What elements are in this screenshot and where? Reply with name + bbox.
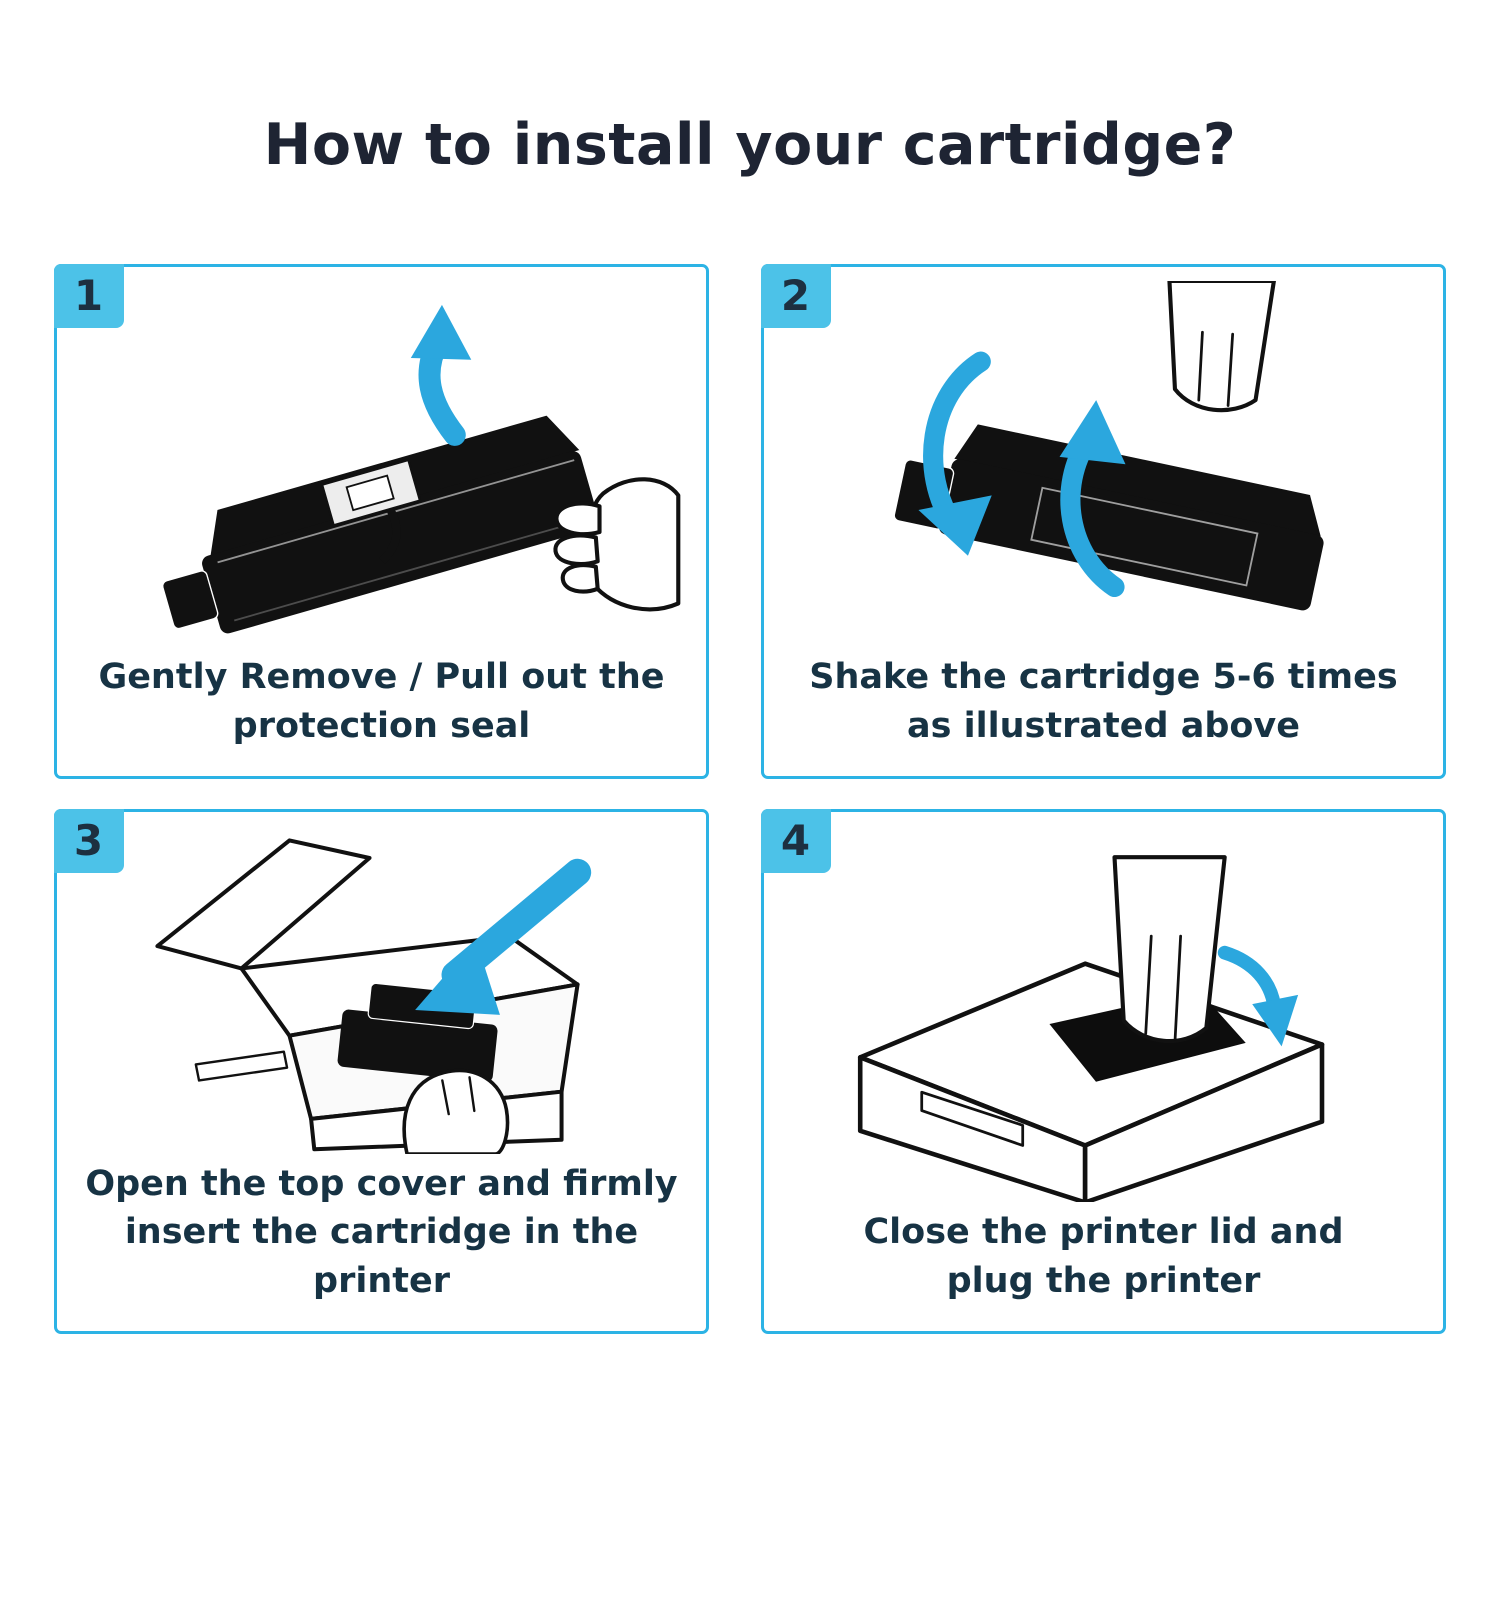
printer-graphic <box>155 838 580 1152</box>
step-caption: Open the top cover and firmly insert the… <box>67 1154 696 1331</box>
caption-line: Shake the cartridge 5-6 times <box>809 657 1398 698</box>
step-number-badge: 2 <box>760 263 831 328</box>
printer-graphic <box>857 961 1325 1203</box>
shake-cartridge-illustration <box>893 281 1324 611</box>
hand-graphic <box>1112 855 1227 1044</box>
insert-cartridge-illustration <box>155 838 592 1155</box>
caption-line: Close the printer lid and <box>863 1212 1344 1253</box>
page-title: How to install your cartridge? <box>263 112 1237 178</box>
caption-line: Gently Remove / Pull out the <box>98 657 665 698</box>
close-printer-lid-illustration <box>857 855 1325 1203</box>
insert-arrow-icon <box>415 858 592 1015</box>
caption-line: as illustrated above <box>907 705 1300 746</box>
pull-up-arrow-icon <box>410 304 472 446</box>
step-number-badge: 3 <box>53 808 124 873</box>
step-panel-4: 4 Close t <box>760 808 1446 1334</box>
hand-graphic <box>402 1068 510 1155</box>
cartridge-graphic <box>893 422 1324 611</box>
step-panel-2: 2 <box>760 263 1446 779</box>
hand-graphic <box>1167 281 1276 413</box>
step-panel-1: 1 <box>53 263 709 779</box>
caption-line: Open the top cover and firmly <box>85 1164 678 1205</box>
step-caption: Gently Remove / Pull out the protection … <box>67 647 696 776</box>
seal-pull-tab-graphic <box>379 507 401 564</box>
close-arrow-icon <box>1217 945 1299 1047</box>
step-number-badge: 1 <box>53 263 124 328</box>
step-number-badge: 4 <box>760 808 831 873</box>
caption-line: plug the printer <box>946 1260 1261 1301</box>
shake-arrow-center-icon <box>1059 400 1126 598</box>
instruction-sheet: How to install your cartridge? 1 <box>0 112 1500 1334</box>
steps-grid: 1 <box>53 263 1446 1334</box>
cartridge-graphic <box>161 413 599 634</box>
caption-line: protection seal <box>232 705 531 746</box>
step-caption: Close the printer lid and plug the print… <box>774 1202 1433 1331</box>
step-caption: Shake the cartridge 5-6 times as illustr… <box>774 647 1433 776</box>
step-panel-3: 3 <box>53 808 709 1334</box>
hand-graphic <box>553 477 681 612</box>
caption-line: insert the cartridge in the printer <box>124 1212 639 1301</box>
pull-protection-seal-illustration <box>161 304 681 634</box>
shake-arrow-left-icon <box>918 351 992 556</box>
